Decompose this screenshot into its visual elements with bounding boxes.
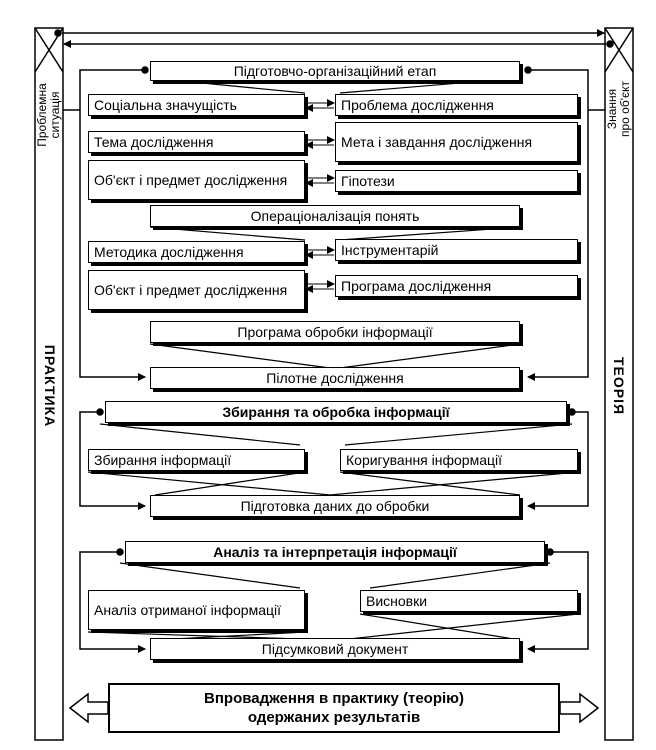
research-topic-box: Тема дослідження — [88, 131, 305, 153]
social-significance-box: Соціальна значущість — [88, 94, 305, 116]
practice-label: ПРАКТИКА — [42, 344, 58, 428]
pilot-study-box: Пілотне дослідження — [150, 367, 520, 389]
processing-program-box: Програма обробки інформації — [150, 321, 520, 343]
hypotheses-box: Гіпотези — [335, 170, 578, 192]
problem-situation-line2: ситуація — [48, 91, 62, 139]
knowledge-about-object-label: Знання про об'єкт — [605, 74, 632, 144]
problem-situation-label: Проблемна ситуація — [35, 80, 62, 150]
conclusions-box: Висновки — [360, 590, 578, 612]
operationalization-box: Операціоналізація понять — [150, 205, 520, 227]
implementation-line2: одержаних результатів — [247, 709, 421, 726]
object-subject-box-1: Об'єкт і предмет дослідження — [88, 160, 305, 200]
implementation-box: Впровадження в практику (теорію) одержан… — [108, 683, 560, 733]
research-problem-box: Проблема дослідження — [335, 94, 578, 116]
instruments-box: Інструментарій — [335, 239, 578, 261]
pair-arrows — [305, 99, 335, 293]
top-connector — [54, 29, 614, 48]
right-column-frame — [604, 27, 634, 741]
collection-stage-box: Збирання та обробка інформації — [105, 401, 567, 423]
prep-stage-box: Підготовчо-організаційний етап — [150, 61, 520, 81]
prep-loop-lines — [63, 66, 605, 381]
theory-label: ТЕОРІЯ — [611, 356, 627, 416]
goal-tasks-box: Мета і завдання дослідження — [335, 122, 578, 162]
collection-loop-lines — [79, 408, 589, 510]
analysis-loop-lines — [79, 548, 589, 653]
knowledge-line2: про об'єкт — [618, 80, 632, 138]
information-collection-box: Збирання інформації — [88, 449, 305, 471]
methodology-box: Методика дослідження — [88, 241, 305, 263]
analysis-stage-box: Аналіз та інтерпретація інформації — [125, 541, 545, 563]
data-prep-box: Підготовка даних до обробки — [150, 495, 520, 517]
implementation-line1: Впровадження в практику (теорію) — [204, 690, 464, 707]
final-document-box: Підсумковий документ — [150, 638, 520, 660]
research-program-box: Програма дослідження — [335, 275, 578, 297]
analysis-received-box: Аналіз отриманої інформації — [88, 590, 305, 630]
object-subject-box-2: Об'єкт і предмет дослідження — [88, 270, 305, 310]
information-correction-box: Коригування інформації — [340, 449, 578, 471]
